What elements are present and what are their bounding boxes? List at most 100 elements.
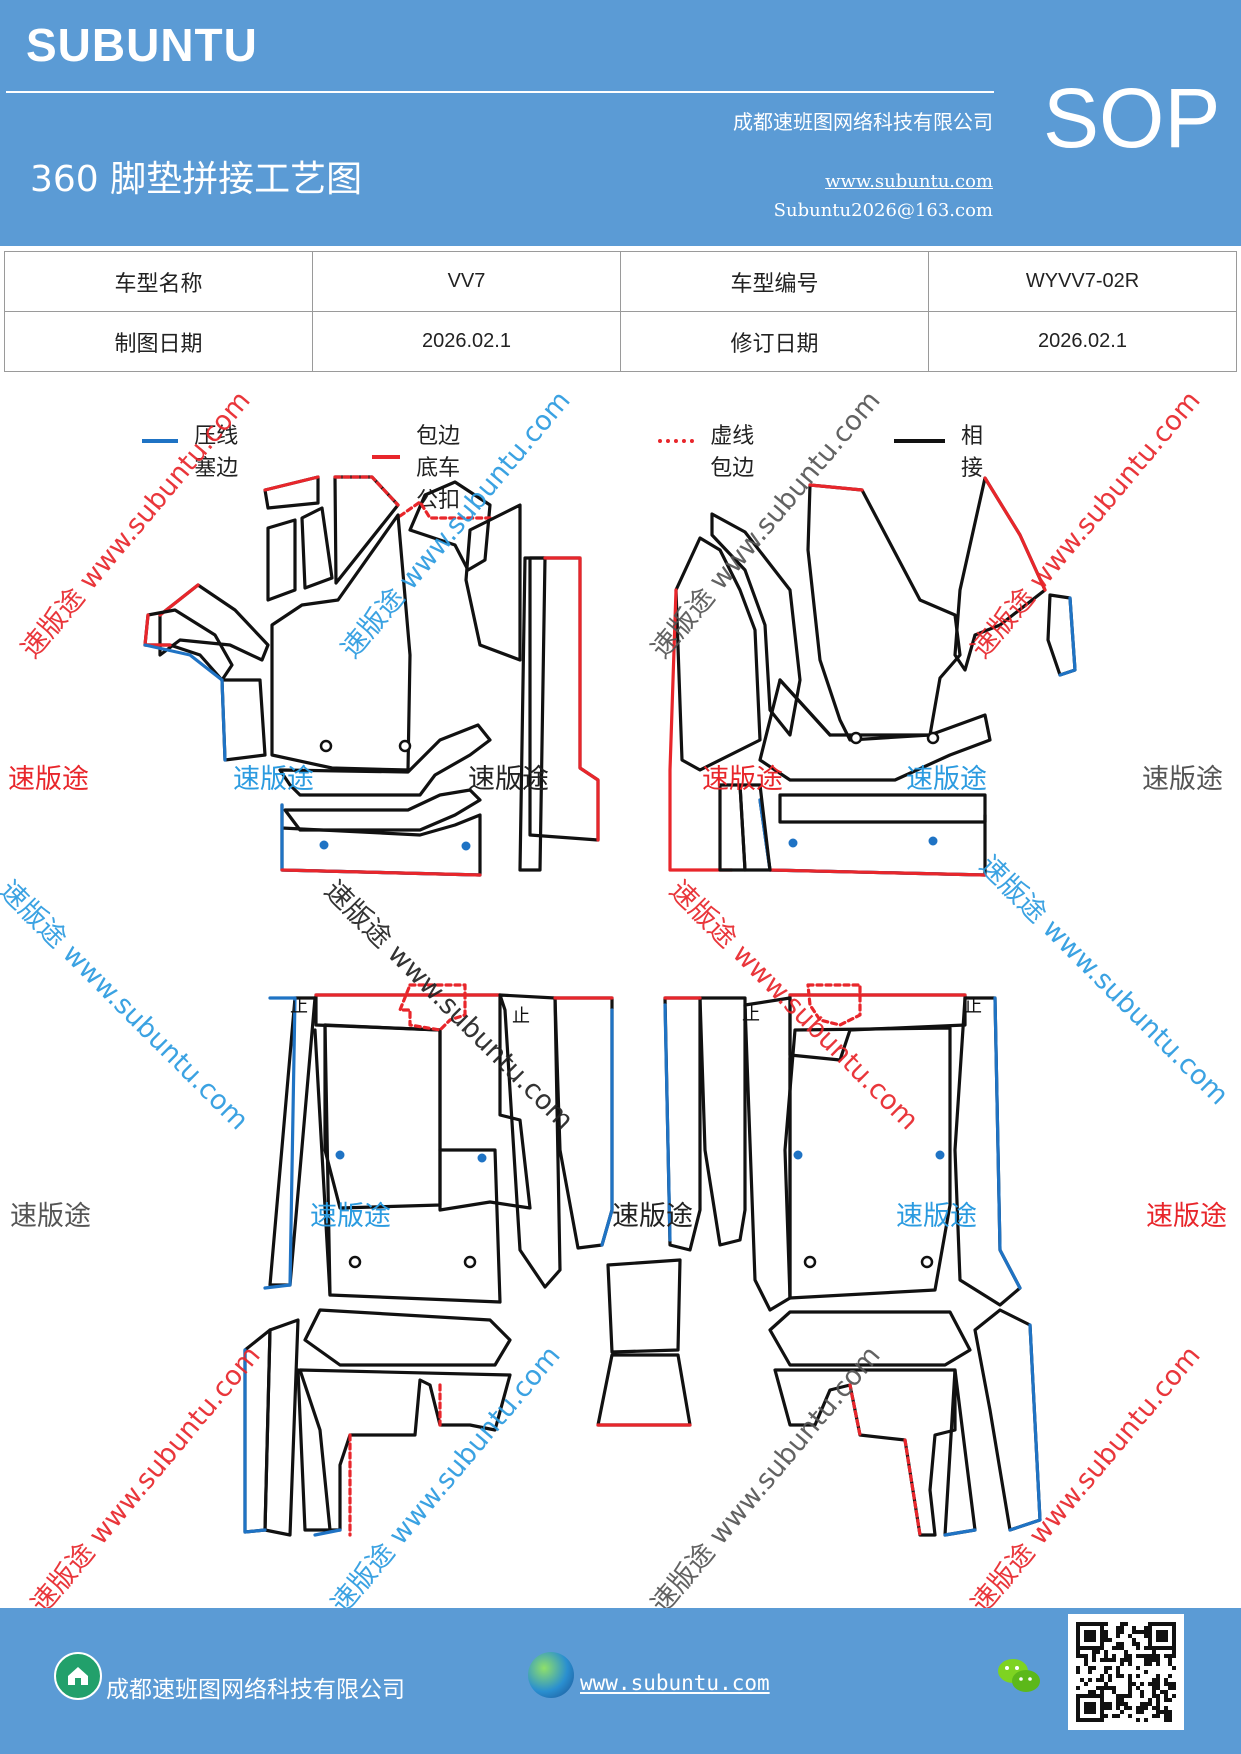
legend-line-red	[372, 455, 401, 459]
watermark-text: 速版途	[10, 1201, 91, 1232]
watermark-text: 速版途	[1142, 764, 1223, 795]
mat-piece-edge	[674, 536, 762, 772]
wechat-icon[interactable]	[996, 1656, 1042, 1700]
fixing-hole	[849, 731, 863, 745]
mat-piece-edge	[903, 1438, 922, 1537]
watermark-text: 速版途	[233, 764, 314, 795]
legend-item-blue: 压线塞边	[142, 400, 244, 482]
mat-piece-edge	[663, 1003, 672, 1242]
mat-piece-edge	[270, 513, 412, 772]
mat-piece-edge	[993, 996, 1022, 1290]
fixing-hole	[935, 1150, 945, 1160]
table-row: 车型名称 VV7 车型编号 WYVV7-02R	[4, 251, 1237, 312]
mat-piece-edge	[323, 1023, 502, 1304]
stitch-stop-mark: 止	[512, 1006, 530, 1027]
watermark-text: 速版途	[8, 764, 89, 795]
mat-piece-edge	[758, 798, 987, 877]
legend-line-black	[894, 439, 945, 443]
header-website-link[interactable]: www.subuntu.com	[825, 171, 993, 192]
mat-piece-edge	[464, 503, 522, 662]
mat-piece-edge	[778, 793, 987, 824]
header-banner: SUBUNTU 360 脚垫拼接工艺图 成都速班图网络科技有限公司 www.su…	[0, 0, 1241, 246]
fixing-hole	[461, 841, 471, 851]
mat-piece-edge	[1058, 596, 1077, 677]
mat-piece-edge	[698, 996, 747, 1247]
mat-piece-edge	[243, 1348, 267, 1534]
mat-piece-edge	[263, 475, 320, 492]
mat-piece-edge	[300, 506, 334, 590]
mat-piece-edge	[768, 868, 987, 877]
model-info-table: 车型名称 VV7 车型编号 WYVV7-02R 制图日期 2026.02.1 修…	[4, 251, 1237, 372]
mat-piece-edge	[518, 556, 547, 872]
mat-piece-edge	[983, 476, 1047, 592]
draw-date-value: 2026.02.1	[312, 311, 621, 372]
mat-piece-edge	[768, 1310, 972, 1367]
legend-label: 虚线包边	[710, 424, 755, 481]
header-company: 成都速班图网络科技有限公司	[733, 110, 993, 134]
page-title: 360 脚垫拼接工艺图	[30, 159, 363, 200]
mat-piece-edge	[398, 983, 467, 1032]
mat-piece-edge	[758, 798, 987, 877]
footer-website-link[interactable]: www.subuntu.com	[580, 1671, 770, 1695]
mat-piece-edge	[778, 678, 832, 737]
sop-badge: SOP	[1043, 71, 1221, 165]
mat-piece-edge	[943, 1368, 977, 1537]
mat-piece-edge	[266, 518, 297, 602]
fixing-hole	[398, 739, 412, 753]
draw-date-label: 制图日期	[4, 311, 313, 372]
legend-line-blue	[142, 439, 179, 443]
mat-piece-edge	[943, 1528, 977, 1537]
brand-logo: SUBUNTU	[26, 19, 258, 71]
fixing-hole	[920, 1255, 934, 1269]
fixing-hole	[319, 840, 329, 850]
mat-piece-edge	[143, 643, 224, 682]
mat-piece-edge	[600, 1008, 614, 1247]
stitch-stop-mark: 止	[964, 996, 982, 1017]
mat-piece-edge	[313, 1028, 332, 1297]
fixing-hole	[926, 731, 940, 745]
model-name-label: 车型名称	[4, 251, 313, 312]
mat-piece-edge	[848, 1383, 862, 1437]
model-name-value: VV7	[312, 251, 621, 312]
mat-piece-edge	[298, 1368, 512, 1532]
watermark-text: 速版途	[612, 1201, 693, 1232]
mat-piece-edge	[408, 480, 492, 572]
mat-piece-edge	[806, 983, 862, 1027]
stitch-stop-mark: 止	[742, 1004, 760, 1025]
fixing-hole	[335, 1150, 345, 1160]
watermark-text: 速版途	[906, 764, 987, 795]
legend-item-black: 相接	[894, 400, 996, 482]
mat-piece-edge	[718, 783, 747, 872]
mat-piece-edge	[296, 1368, 332, 1532]
mat-piece-edge	[263, 475, 320, 510]
revise-date-label: 修订日期	[620, 311, 929, 372]
legend-item-red-dotted: 虚线包边	[658, 400, 760, 482]
mat-piece-edge	[783, 1026, 952, 1300]
fixing-hole	[477, 1153, 487, 1163]
qr-code[interactable]	[1068, 1614, 1184, 1730]
mat-piece-edge	[220, 678, 227, 762]
mat-piece-edge	[806, 483, 962, 742]
revise-date-value: 2026.02.1	[928, 311, 1237, 372]
mat-piece-edge	[710, 512, 802, 737]
mat-piece-edge	[808, 483, 864, 492]
mat-piece-edge	[220, 678, 267, 762]
watermark-text: 速版途	[702, 764, 783, 795]
legend-label: 压线塞边	[194, 424, 239, 481]
globe-icon	[528, 1652, 574, 1698]
mat-piece-edge	[313, 1528, 342, 1537]
mat-piece-edge	[953, 996, 1022, 1307]
fixing-hole	[788, 838, 798, 848]
mat-piece-edge	[398, 500, 492, 520]
fixing-hole	[348, 1255, 362, 1269]
mat-piece-edge	[303, 1308, 512, 1367]
model-code-value: WYVV7-02R	[928, 251, 1237, 312]
mat-piece-edge	[143, 613, 150, 647]
legend-line-red-dotted	[658, 439, 695, 443]
table-row: 制图日期 2026.02.1 修订日期 2026.02.1	[4, 311, 1237, 372]
fixing-hole	[803, 1255, 817, 1269]
header-email: Subuntu2026@163.com	[773, 200, 993, 221]
watermark-text: 速版途	[310, 1201, 391, 1232]
model-code-label: 车型编号	[620, 251, 929, 312]
home-icon	[54, 1652, 102, 1700]
